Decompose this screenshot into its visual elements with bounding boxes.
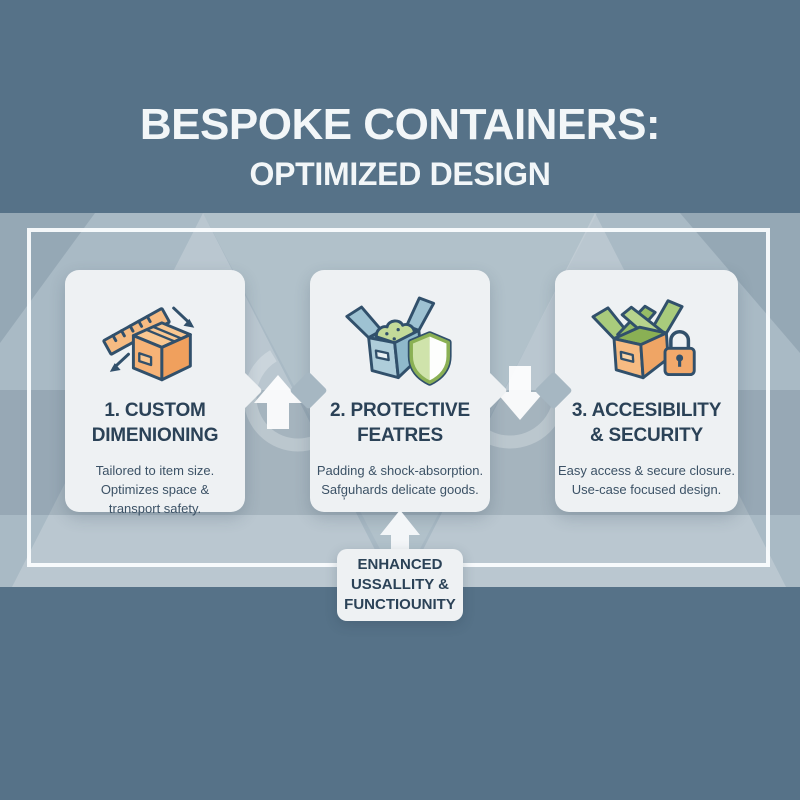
card-title: 2. PROTECTIVE FEATRES	[330, 400, 470, 446]
open-box-with-padlock-icon	[555, 270, 738, 388]
card-title: 1. CUSTOM DIMENIONING	[91, 400, 219, 446]
up-arrow-icon	[236, 325, 353, 500]
up-arrow-icon	[378, 508, 422, 559]
padded-box-with-shield-icon	[310, 270, 490, 388]
card-body: Padding & shock-absorption. Safg̦uhards …	[316, 463, 484, 497]
card-body: Easy access & secure closure. Use-case f…	[557, 463, 736, 497]
card-title: 3. ACCESIBILITY & SECURITY	[571, 400, 722, 446]
page-title: BESPOKE CONTAINERS: OPTIMIZED DESIGN	[0, 100, 800, 192]
title-line-2: OPTIMIZED DESIGN	[249, 156, 551, 192]
enhanced-usability-box: ENHANCED USSALLITY & FUNCTIOUNITY	[337, 549, 463, 621]
card-accessibility-security: 3. ACCESIBILITY & SECURITY Easy access &…	[534, 270, 738, 512]
card-body: Tailored to item size. Optimizes space &…	[95, 463, 215, 516]
card-custom-dimensioning: 1. CUSTOM DIMENIONING Tailored to item s…	[65, 270, 263, 516]
title-line-1: BESPOKE CONTAINERS:	[139, 100, 661, 149]
card-protective-features: 2. PROTECTIVE FEATRES Padding & shock-ab…	[289, 270, 508, 512]
ruler-and-box-icon	[65, 270, 245, 388]
